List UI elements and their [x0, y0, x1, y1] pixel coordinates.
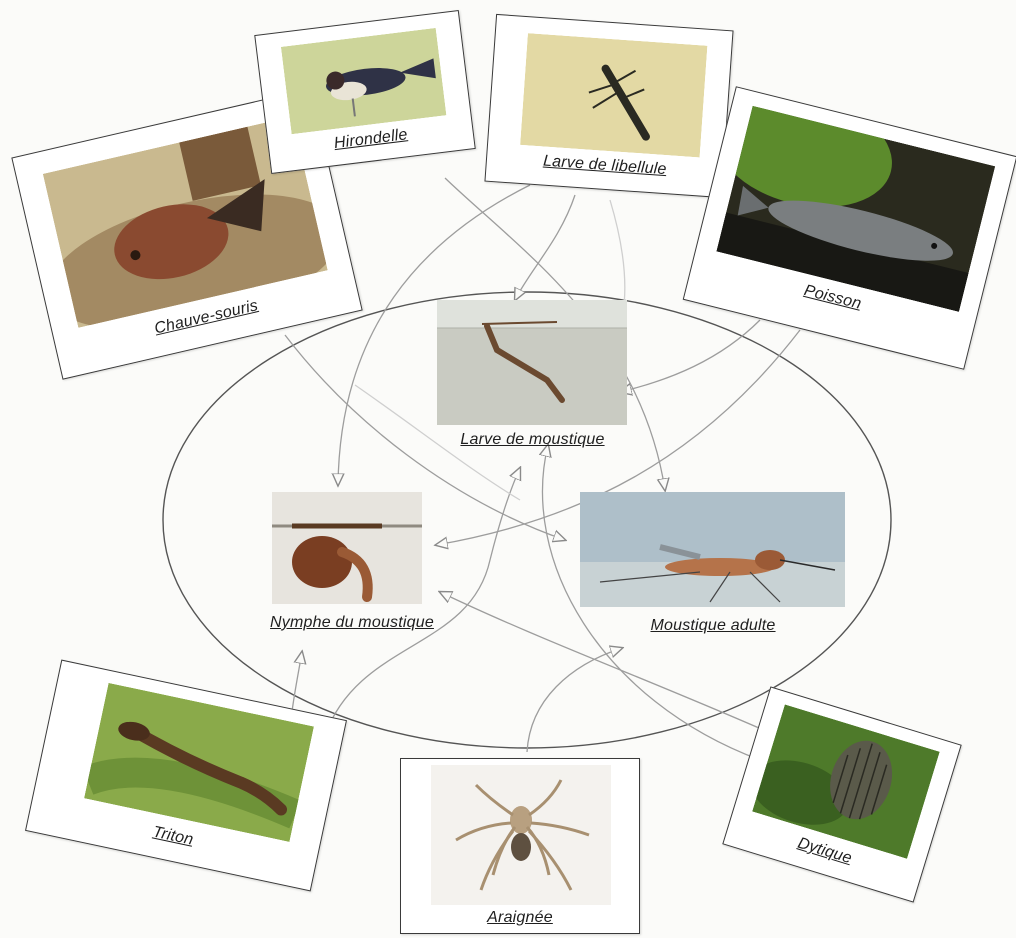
arrow-libellule-larve-moustique — [515, 195, 575, 300]
label-nymphe-moustique: Nymphe du moustique — [232, 614, 472, 632]
label-araignee: Araignée — [401, 909, 639, 927]
photo-moustique-adulte — [580, 492, 845, 607]
photo-hirondelle — [281, 28, 447, 134]
arrow-triton-nymphe — [292, 652, 302, 712]
label-moustique-adulte: Moustique adulte — [578, 617, 848, 635]
photo-nymphe-moustique — [272, 492, 422, 604]
arrow-araignee-moustique-adulte — [527, 648, 622, 752]
card-larve-libellule: Larve de libellule — [484, 14, 733, 198]
node-nymphe-moustique: Nymphe du moustique — [232, 492, 472, 637]
photo-larve-moustique — [437, 300, 627, 425]
node-moustique-adulte: Moustique adulte — [578, 492, 848, 637]
card-hirondelle: Hirondelle — [254, 10, 476, 174]
arrow-poisson-larve-moustique — [620, 320, 760, 392]
card-araignee: Araignée — [400, 758, 640, 934]
label-larve-moustique: Larve de moustique — [425, 431, 640, 449]
node-larve-moustique: Larve de moustique — [425, 300, 640, 460]
photo-araignee — [431, 765, 611, 905]
photo-larve-libellule — [520, 33, 707, 157]
